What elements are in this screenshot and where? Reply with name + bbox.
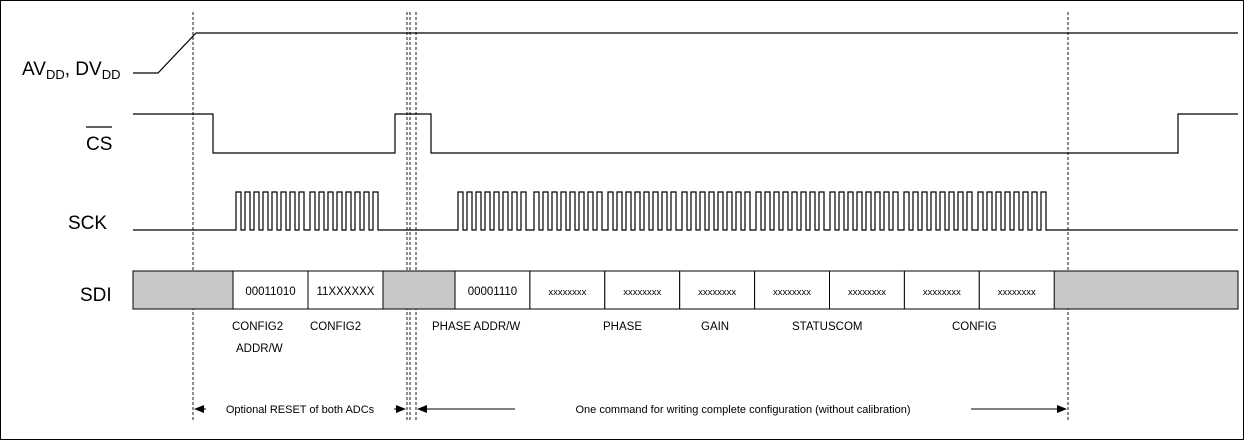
- sdi-idle-3: [1053, 270, 1239, 310]
- sdi-bus: [132, 270, 1239, 310]
- sdi-cells-reset: 00011010 11XXXXXX: [232, 270, 384, 310]
- command-text-bg: [515, 400, 971, 416]
- sdi-cell-value: xxxxxxxx: [623, 287, 661, 298]
- sdi-cell: [903, 270, 980, 310]
- sck-pulses: [133, 191, 1238, 231]
- label-phase-addr: PHASE ADDR/W: [432, 321, 520, 333]
- sdi-cell-value: xxxxxxxx: [773, 287, 811, 298]
- sdi-signal-label: SDI: [80, 285, 112, 306]
- sdi-idle-2: [382, 270, 456, 310]
- label-config2-addr-line1: CONFIG2: [232, 321, 283, 333]
- label-config: CONFIG: [952, 321, 997, 333]
- sdi-cell: [679, 270, 756, 310]
- cs-signal-label: CS: [86, 134, 112, 155]
- label-config2: CONFIG2: [310, 321, 361, 333]
- command-annotation: One command for writing complete configu…: [575, 404, 910, 416]
- sdi-idle-1: [132, 270, 234, 310]
- label-statuscom: STATUSCOM: [792, 321, 863, 333]
- sdi-cell-value: xxxxxxxx: [998, 287, 1036, 298]
- label-gain: GAIN: [701, 321, 729, 333]
- sck-waveform: [133, 191, 1238, 231]
- sdi-cell: [978, 270, 1055, 310]
- sdi-cell-value: xxxxxxxx: [698, 287, 736, 298]
- power-waveform: [133, 32, 1238, 74]
- cs-waveform: [133, 113, 1238, 154]
- sdi-cell: [529, 270, 606, 310]
- sdi-cell: [829, 270, 905, 310]
- sdi-cell-value: 00001110: [468, 286, 517, 298]
- label-phase: PHASE: [603, 321, 642, 333]
- power-signal-label: AVDD, DVDD: [22, 59, 120, 82]
- sdi-cells-config: 00001110 xxxxxxxx xxxxxxxx xxxxxxxx xxxxxxxx…: [454, 270, 1055, 310]
- sdi-cell-value: 11XXXXXX: [317, 286, 375, 298]
- reset-text-bg: [206, 400, 394, 416]
- sdi-cell-value: xxxxxxxx: [923, 287, 961, 298]
- reset-annotation: Optional RESET of both ADCs: [226, 404, 375, 416]
- sdi-cell: [604, 270, 681, 310]
- sdi-cell: [454, 270, 531, 310]
- label-config2-addr-line2: ADDR/W: [236, 343, 283, 355]
- sdi-cell-value: 00011010: [245, 286, 295, 298]
- sdi-cell-value: xxxxxxxx: [848, 287, 886, 298]
- sdi-cell-value: xxxxxxxx: [548, 287, 586, 298]
- sdi-cell: [232, 270, 309, 310]
- sdi-cell: [307, 270, 384, 310]
- sdi-cell: [754, 270, 830, 310]
- sck-signal-label: SCK: [68, 213, 107, 234]
